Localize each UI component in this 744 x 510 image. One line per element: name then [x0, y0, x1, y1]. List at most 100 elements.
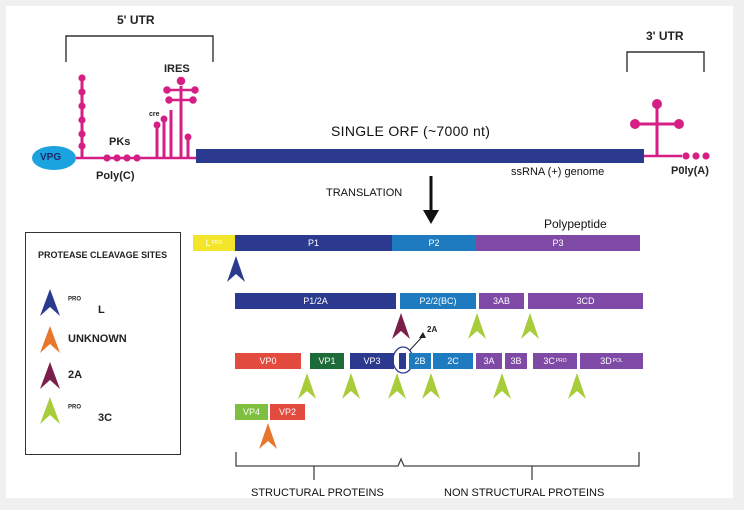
segment-label: P1/2A	[303, 296, 328, 306]
segment-vp1: VP1	[310, 353, 344, 369]
segment-label: P2/2(BC)	[419, 296, 457, 306]
segment-vp4: VP4	[235, 404, 268, 420]
lpro-marker-icon	[40, 289, 60, 316]
segment-label: P1	[307, 238, 319, 248]
segment-label: 3AB	[492, 296, 510, 306]
segment-label: VP2	[278, 407, 296, 417]
utr5-bracket	[65, 35, 214, 62]
3cpro-cleavage-marker-row2-b	[521, 313, 539, 339]
segment-label: VP4	[242, 407, 260, 417]
polya-beads	[682, 152, 710, 160]
segment-3ab: 3AB	[479, 293, 524, 309]
3cpro-cleavage-marker-row3-e	[493, 373, 511, 399]
3cpro-cleavage-marker-row3-f	[568, 373, 586, 399]
segment-label: VP1	[318, 356, 336, 366]
legend-sup: PRO	[68, 296, 82, 303]
segment-p3: P3	[476, 235, 640, 251]
segment-vp2: VP2	[270, 404, 305, 420]
segment-2b: 2B	[409, 353, 431, 369]
legend-label: 2A	[68, 369, 83, 381]
vpg-ellipse	[32, 146, 76, 170]
unknown-cleavage-marker	[259, 423, 277, 449]
ires-cross-top	[153, 76, 199, 141]
segment-3b: 3B	[505, 353, 527, 369]
segment-sup: PRO	[555, 358, 567, 364]
utr3-stemloop	[630, 99, 684, 156]
3cpro-cleavage-marker-row3-d	[422, 373, 440, 399]
segment-p2-2bc: P2/2(BC)	[400, 293, 476, 309]
3cpro-marker-icon	[40, 397, 60, 424]
legend-item-unknown: UNKNOWN	[38, 325, 178, 355]
3cpro-cleavage-marker-row3-a	[298, 373, 316, 399]
translation-label: TRANSLATION	[326, 187, 403, 199]
3cpro-cleavage-marker-row3-b	[342, 373, 360, 399]
segment-label: 2C	[447, 356, 459, 366]
segment-label: 3CD	[576, 296, 595, 306]
2a-marker-icon	[40, 362, 60, 389]
segment-label: P2	[428, 238, 440, 248]
legend-label: 3C	[98, 412, 113, 424]
segment-label: 3B	[510, 356, 522, 366]
genome-label: ssRNA (+) genome	[511, 166, 605, 178]
utr5-label: 5' UTR	[117, 13, 155, 27]
segment-label: 2B	[414, 356, 426, 366]
2a-cleavage-marker-row2	[392, 313, 410, 339]
legend-item-2a: 2A	[38, 361, 178, 391]
callout-2a-line	[409, 336, 423, 351]
segment-p2: P2	[392, 235, 476, 251]
segment-label: P3	[552, 238, 564, 248]
polyc-label: Poly(C)	[96, 170, 135, 182]
pseudoknot-beads	[103, 154, 141, 162]
unknown-marker-icon	[40, 326, 60, 353]
orf-label: SINGLE ORF (~7000 nt)	[331, 123, 491, 139]
nonstructural-proteins-label: NON STRUCTURAL PROTEINS	[444, 487, 605, 499]
segment-label: 3C	[543, 356, 555, 366]
vpg-label: VPG	[40, 152, 62, 163]
segment-2a	[399, 353, 406, 369]
polya-label: P0ly(A)	[671, 165, 709, 177]
segment-3a: 3A	[476, 353, 502, 369]
polypeptide-label: Polypeptide	[544, 217, 607, 231]
cleavage-markers	[227, 256, 586, 449]
segment-label: 3D	[600, 356, 612, 366]
callout-2a-arrowhead	[419, 332, 426, 338]
structural-brace	[235, 452, 640, 467]
orf-bar	[196, 149, 644, 163]
legend-label: UNKNOWN	[68, 333, 127, 345]
ires-bars	[155, 86, 190, 158]
callout-2a-label: 2A	[427, 325, 438, 334]
segment-2c: 2C	[433, 353, 473, 369]
cre-label: cre	[149, 111, 160, 118]
legend-item-3cpro: 3C PRO	[38, 396, 178, 426]
structural-proteins-label: STRUCTURAL PROTEINS	[251, 487, 384, 499]
segment-label: VP0	[259, 356, 277, 366]
segment-sup: PRO	[211, 240, 223, 246]
cloverleaf-beads	[78, 74, 86, 150]
utr3-label: 3' UTR	[646, 29, 684, 43]
utr3-bracket	[626, 51, 705, 72]
translation-arrow-head	[423, 210, 439, 224]
legend-item-lpro: L PRO	[38, 288, 178, 318]
segment-label: 3A	[483, 356, 495, 366]
segment-sup: POL	[612, 358, 623, 364]
legend-title: PROTEASE CLEAVAGE SITES	[38, 250, 168, 260]
ires-label: IRES	[164, 63, 190, 75]
segment-label: L	[205, 238, 211, 248]
lpro-cleavage-marker	[227, 256, 245, 282]
segment-3cd: 3CD	[528, 293, 643, 309]
3cpro-cleavage-marker-row2-a	[468, 313, 486, 339]
pks-label: PKs	[109, 136, 131, 148]
legend-sup: PRO	[68, 404, 82, 411]
segment-p1: P1	[235, 235, 392, 251]
segment-label: VP3	[363, 356, 381, 366]
segment-vp0: VP0	[235, 353, 301, 369]
segment-p1-2a: P1/2A	[235, 293, 396, 309]
legend-label: L	[98, 304, 105, 316]
3cpro-cleavage-marker-row3-c	[388, 373, 406, 399]
